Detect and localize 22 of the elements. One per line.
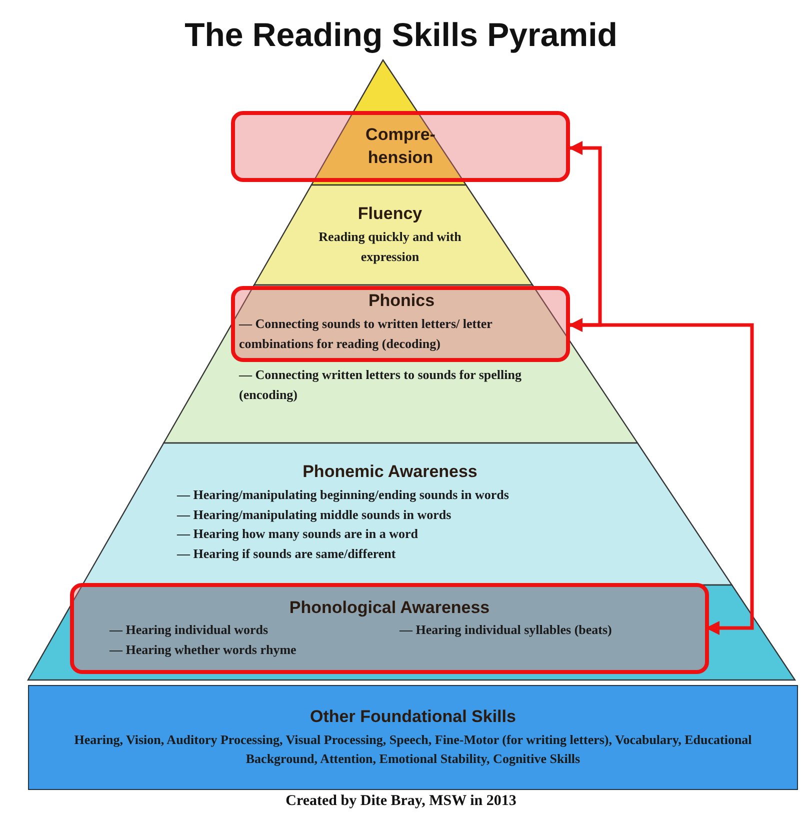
title: The Reading Skills Pyramid (184, 16, 618, 54)
bullet-text: — Connecting sounds to written letters/ letter combinations for reading (decoding) (239, 315, 494, 353)
level-heading: Compre- hension (364, 124, 436, 168)
bullet-text: — Connecting written letters to sounds for spelling (encoding) (239, 366, 523, 404)
bullet-text: — Hearing whether words rhyme (110, 640, 298, 659)
description-text: Reading quickly and with expression (318, 228, 462, 266)
bullet-text: — Hearing individual syllables (beats) (400, 621, 613, 639)
description-text: Hearing, Vision, Auditory Processing, Visual Processing, Speech, Fine-Motor (for writing letters), Vocabulary, Educational Background, Attention, Emotional Stability, Cognitive Skills (73, 730, 753, 768)
bullet-text: — Hearing individual words (110, 621, 270, 639)
arrow (568, 141, 602, 327)
bullet-text: — Hearing if sounds are same/different (177, 544, 397, 563)
bullet-text: — Hearing/manipulating beginning/ending sounds in words (177, 486, 510, 504)
level-heading: Other Foundational Skills (310, 706, 516, 726)
level-heading: Fluency (358, 204, 422, 224)
level-heading: Phonics (368, 291, 435, 311)
bullet-text: — Hearing/manipulating middle sounds in words (177, 506, 452, 524)
arrow (568, 318, 754, 635)
caption: Created by Dite Bray, MSW in 2013 (284, 793, 518, 810)
bullet-text: — Hearing how many sounds are in a word (177, 525, 420, 543)
level-heading: Phonological Awareness (289, 598, 490, 618)
foundation-box (28, 685, 798, 790)
level-heading: Phonemic Awareness (302, 462, 478, 482)
